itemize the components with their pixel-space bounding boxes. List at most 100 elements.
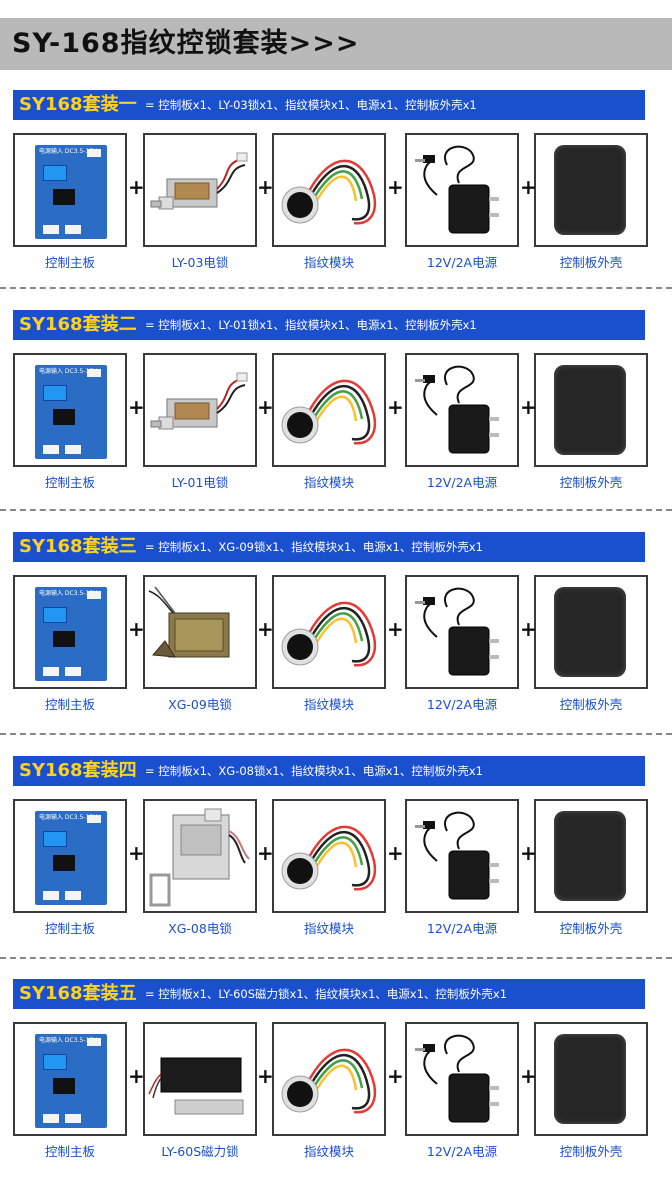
plus-sign: + bbox=[257, 175, 274, 199]
fingerprint-card bbox=[272, 575, 386, 689]
plus-sign: + bbox=[387, 395, 404, 419]
magnetic-lock-image bbox=[145, 1057, 255, 1134]
product-caption: 12V/2A电源 bbox=[426, 697, 498, 712]
power-adapter-image bbox=[407, 811, 517, 911]
kit-banner: SY168套装四= 控制板x1、XG-08锁x1、指纹模块x1、电源x1、控制板… bbox=[13, 756, 645, 786]
plus-sign: + bbox=[257, 395, 274, 419]
fingerprint-module-image bbox=[274, 825, 384, 911]
lock-card bbox=[143, 353, 257, 467]
board-case-image bbox=[554, 145, 626, 235]
fingerprint-card bbox=[272, 799, 386, 913]
fingerprint-module-image bbox=[274, 1048, 384, 1134]
product-caption: 控制板外壳 bbox=[559, 1144, 623, 1159]
board-label: 电源输入 DC3.5-15V bbox=[39, 1037, 98, 1044]
control-board-image: 电源输入 DC3.5-15V bbox=[35, 365, 107, 459]
kit-name: SY168套装三 bbox=[19, 536, 137, 557]
chip bbox=[53, 855, 75, 871]
board-case-image bbox=[554, 365, 626, 455]
fingerprint-card bbox=[272, 133, 386, 247]
product-caption: LY-03电锁 bbox=[171, 255, 229, 270]
product-caption: 控制主板 bbox=[44, 475, 95, 490]
bolt-lock-image bbox=[145, 372, 255, 465]
plus-sign: + bbox=[128, 395, 145, 419]
plus-sign: + bbox=[257, 617, 274, 641]
product-caption: 控制主板 bbox=[44, 921, 95, 936]
connector bbox=[65, 667, 81, 676]
connector bbox=[43, 225, 59, 234]
power-adapter-card bbox=[405, 133, 519, 247]
chip bbox=[53, 1078, 75, 1094]
connector bbox=[65, 1114, 81, 1123]
kit-banner: SY168套装三 = 控制板x1、XG-09锁x1、指纹模块x1、电源x1、控制板… bbox=[13, 532, 645, 562]
kit-section: SY168套装一= 控制板x1、LY-03锁x1、指纹模块x1、电源x1、控制板… bbox=[0, 90, 672, 300]
control-board-image: 电源输入 DC3.5-15V bbox=[35, 811, 107, 905]
connector bbox=[87, 149, 101, 157]
product-caption: LY-01电锁 bbox=[171, 475, 229, 490]
kit-contents: = 控制板x1、XG-09锁x1、指纹模块x1、电源x1、控制板外壳x1 bbox=[145, 540, 483, 554]
product-caption: 12V/2A电源 bbox=[426, 1144, 498, 1159]
lock-card bbox=[143, 133, 257, 247]
product-caption: 指纹模块 bbox=[303, 921, 354, 936]
lock-card bbox=[143, 799, 257, 913]
board-label: 电源输入 DC3.5-15V bbox=[39, 814, 98, 821]
connector bbox=[43, 891, 59, 900]
kit-section: SY168套装四= 控制板x1、XG-08锁x1、指纹模块x1、电源x1、控制板… bbox=[0, 756, 672, 966]
connector bbox=[87, 591, 101, 599]
power-adapter-card bbox=[405, 1022, 519, 1136]
control-board-card: 电源输入 DC3.5-15V bbox=[13, 799, 127, 913]
section-divider bbox=[0, 509, 672, 511]
board-label: 电源输入 DC3.5-15V bbox=[39, 368, 98, 375]
plus-sign: + bbox=[257, 841, 274, 865]
power-adapter-image bbox=[407, 1034, 517, 1134]
plus-sign: + bbox=[520, 395, 537, 419]
plus-sign: + bbox=[128, 841, 145, 865]
product-caption: XG-09电锁 bbox=[168, 697, 232, 712]
board-case-card bbox=[534, 353, 648, 467]
board-case-card bbox=[534, 799, 648, 913]
board-case-card bbox=[534, 133, 648, 247]
control-board-image: 电源输入 DC3.5-15V bbox=[35, 587, 107, 681]
terminal-block bbox=[43, 831, 67, 847]
plus-sign: + bbox=[520, 175, 537, 199]
connector bbox=[65, 225, 81, 234]
kit-contents: = 控制板x1、LY-03锁x1、指纹模块x1、电源x1、控制板外壳x1 bbox=[145, 98, 477, 112]
control-board-card: 电源输入 DC3.5-15V bbox=[13, 575, 127, 689]
board-label: 电源输入 DC3.5-15V bbox=[39, 590, 98, 597]
chip bbox=[53, 189, 75, 205]
fingerprint-module-image bbox=[274, 379, 384, 465]
connector bbox=[43, 1114, 59, 1123]
product-caption: 控制主板 bbox=[44, 697, 95, 712]
connector bbox=[43, 445, 59, 454]
plus-sign: + bbox=[520, 617, 537, 641]
board-case-image bbox=[554, 587, 626, 677]
plus-sign: + bbox=[128, 617, 145, 641]
product-caption: 控制板外壳 bbox=[559, 475, 623, 490]
connector bbox=[65, 891, 81, 900]
kit-banner: SY168套装五= 控制板x1、LY-60S磁力锁x1、指纹模块x1、电源x1、… bbox=[13, 979, 645, 1009]
plus-sign: + bbox=[387, 1064, 404, 1088]
section-divider bbox=[0, 957, 672, 959]
plus-sign: + bbox=[257, 1064, 274, 1088]
power-adapter-card bbox=[405, 799, 519, 913]
product-caption: 控制主板 bbox=[44, 1144, 95, 1159]
control-board-image: 电源输入 DC3.5-15V bbox=[35, 1034, 107, 1128]
terminal-block bbox=[43, 165, 67, 181]
fingerprint-card bbox=[272, 1022, 386, 1136]
bolt-lock-image bbox=[145, 152, 255, 245]
product-caption: XG-08电锁 bbox=[168, 921, 232, 936]
kit-section: SY168套装五= 控制板x1、LY-60S磁力锁x1、指纹模块x1、电源x1、… bbox=[0, 979, 672, 1189]
cabinet-lock-image bbox=[145, 808, 255, 911]
chip bbox=[53, 409, 75, 425]
kit-name: SY168套装二 bbox=[19, 314, 137, 335]
fingerprint-card bbox=[272, 353, 386, 467]
plus-sign: + bbox=[128, 175, 145, 199]
box-lock-image bbox=[145, 586, 255, 687]
page-header: SY-168指纹控锁套装>>> bbox=[0, 18, 672, 70]
lock-card bbox=[143, 575, 257, 689]
terminal-block bbox=[43, 385, 67, 401]
plus-sign: + bbox=[128, 1064, 145, 1088]
plus-sign: + bbox=[387, 617, 404, 641]
product-caption: 12V/2A电源 bbox=[426, 921, 498, 936]
kit-name: SY168套装五 bbox=[19, 983, 137, 1004]
control-board-card: 电源输入 DC3.5-15V bbox=[13, 1022, 127, 1136]
